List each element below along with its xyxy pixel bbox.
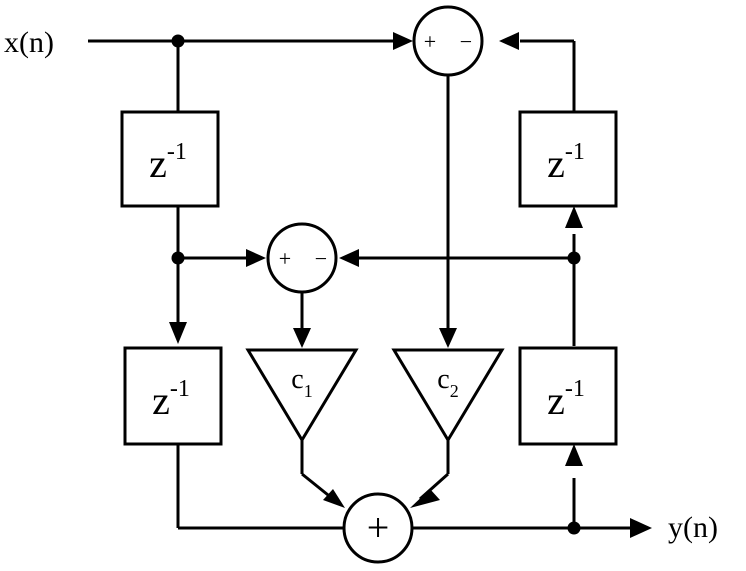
signal-wires (88, 39, 630, 530)
summer-middle-plus: + (279, 246, 291, 271)
delay-bottom-right-exp: -1 (565, 376, 585, 402)
svg-text:c1: c1 (291, 364, 312, 401)
arrow-into-top-summer-right (499, 32, 519, 50)
delay-top-left-z: z (149, 141, 167, 186)
gain-c2-subscript: 2 (450, 381, 459, 401)
output-label: y(n) (668, 511, 718, 544)
svg-text:c2: c2 (437, 364, 458, 401)
summer-output-plus: + (367, 505, 390, 550)
summer-top: + − (412, 5, 484, 77)
arrow-into-middle-summer-right (339, 249, 359, 267)
delay-bottom-left-z: z (152, 378, 170, 423)
summer-middle: + − (266, 222, 338, 294)
arrow-into-c2 (439, 328, 457, 348)
arrow-into-top-summer-left (393, 32, 413, 50)
svg-text:z-1: z-1 (547, 376, 585, 423)
junction-input (171, 34, 185, 48)
delay-top-right: z-1 (518, 110, 618, 208)
summer-top-minus: − (460, 29, 472, 54)
svg-text:z-1: z-1 (152, 376, 190, 423)
junction-output (567, 521, 581, 535)
summer-output: + (342, 492, 414, 564)
summer-middle-minus: − (315, 246, 327, 271)
arrow-into-c1 (293, 328, 311, 348)
svg-text:z-1: z-1 (547, 139, 585, 186)
arrow-into-output-summer-left (323, 489, 345, 508)
delay-top-left: z-1 (120, 110, 220, 208)
arrowheads (169, 32, 652, 538)
delay-top-right-z: z (547, 141, 565, 186)
gain-c2: c2 (391, 348, 505, 443)
gain-c1-subscript: 1 (304, 381, 313, 401)
input-label: x(n) (4, 26, 54, 59)
delay-bottom-left: z-1 (123, 346, 223, 446)
delay-bottom-left-exp: -1 (170, 376, 190, 402)
arrow-into-middle-summer-left (246, 249, 266, 267)
arrow-into-top-right-delay (565, 206, 583, 228)
summer-top-plus: + (424, 29, 436, 54)
arrow-into-output-summer-right (410, 489, 440, 508)
gain-c2-symbol: c (437, 364, 449, 395)
delay-bottom-right: z-1 (518, 346, 618, 446)
svg-text:z-1: z-1 (149, 139, 187, 186)
delay-top-left-exp: -1 (167, 139, 187, 165)
junction-left-middle (171, 251, 185, 265)
arrow-output (630, 518, 652, 538)
delay-top-right-exp: -1 (565, 139, 585, 165)
junction-right-middle (567, 251, 581, 265)
gain-c1-symbol: c (291, 364, 303, 395)
arrow-into-bottom-right-delay (565, 444, 583, 466)
gain-c1: c1 (245, 348, 359, 443)
delay-bottom-right-z: z (547, 378, 565, 423)
arrow-into-bottom-left-delay (169, 322, 187, 344)
